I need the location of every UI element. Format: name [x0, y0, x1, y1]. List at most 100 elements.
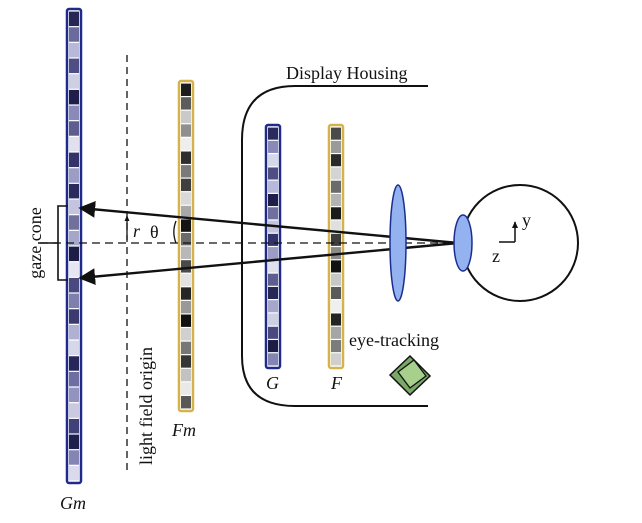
panel-fm-cell	[181, 341, 191, 355]
panel-f-cell	[331, 233, 341, 246]
panel-gm-cell	[69, 89, 79, 105]
panel-fm-cell	[181, 287, 191, 300]
display-housing-outline	[241, 85, 428, 407]
panel-f-cell	[331, 260, 341, 273]
panel-g-cell	[268, 286, 278, 300]
panel-f	[327, 123, 345, 370]
label-gm: Gm	[60, 493, 86, 513]
panel-fm-cell	[181, 300, 191, 314]
panel-gm-cell	[69, 246, 79, 262]
panel-fm-cell	[181, 233, 191, 246]
gaze-cone-bracket	[38, 205, 68, 281]
panel-f-cell	[331, 326, 341, 339]
panel-g-cell	[268, 154, 278, 167]
eye-tracking-camera-icon	[388, 354, 432, 397]
panel-gm-cell	[69, 277, 79, 293]
panel-fm-cell	[181, 328, 191, 341]
panel-fm-cell	[181, 246, 191, 259]
panel-gm-cell	[69, 136, 79, 152]
panel-fm-cell	[181, 165, 191, 178]
panel-f-cell	[331, 340, 341, 353]
panel-gm-cell	[69, 324, 79, 340]
panel-f-cell	[331, 273, 341, 286]
panel-gm-cell	[69, 105, 79, 121]
panel-gm-cell	[69, 293, 79, 309]
panel-fm-cell	[181, 396, 191, 409]
panel-g-cell	[268, 233, 278, 246]
panel-gm-cell	[69, 215, 79, 230]
panel-fm	[177, 79, 195, 413]
panel-g	[264, 123, 282, 370]
panel-fm-cell	[181, 178, 191, 192]
panel-fm-cell	[181, 97, 191, 110]
panel-gm-cell	[69, 309, 79, 324]
panel-fm-cell	[181, 137, 191, 151]
panel-gm-cell	[69, 340, 79, 356]
panel-fm-cell	[181, 355, 191, 368]
panel-f-cell	[331, 300, 341, 313]
panel-f-cell	[331, 353, 341, 366]
label-f: F	[330, 373, 343, 393]
panel-g-cell	[268, 127, 278, 140]
panel-f-cell	[331, 127, 341, 140]
panel-gm-cell	[69, 11, 79, 27]
panel-g-cell	[268, 260, 278, 273]
theta-arc	[173, 220, 177, 244]
panel-fm-cell	[181, 205, 191, 219]
panel-gm-cell	[69, 42, 79, 58]
panel-fm-cell	[181, 368, 191, 382]
eyeball	[461, 184, 579, 302]
label-light-field-origin: light field origin	[136, 347, 156, 465]
panel-g-cell	[268, 353, 278, 366]
panel-fm-cell	[181, 192, 191, 205]
lens	[389, 184, 407, 302]
panel-gm-cell	[69, 371, 79, 387]
panel-g-cell	[268, 300, 278, 313]
panel-fm-cell	[181, 382, 191, 395]
panel-gm-cell	[69, 121, 79, 136]
panel-gm-cell	[69, 465, 79, 481]
panel-gm-cell	[69, 74, 79, 89]
panel-gm-cell	[69, 27, 79, 42]
panel-gm-cell	[69, 230, 79, 246]
eye-cornea	[453, 214, 473, 272]
panel-fm-cell	[181, 151, 191, 164]
label-display-housing: Display Housing	[286, 63, 408, 83]
panel-fm-cell	[181, 219, 191, 232]
panel-g-cell	[268, 326, 278, 339]
panel-fm-cell	[181, 124, 191, 137]
panel-f-cell	[331, 140, 341, 153]
label-r: r	[133, 221, 141, 241]
panel-fm-cell	[181, 110, 191, 124]
panel-fm-cell	[181, 83, 191, 96]
panel-f-cell	[331, 313, 341, 326]
panel-f-cell	[331, 193, 341, 207]
panel-gm-cell	[69, 152, 79, 168]
panel-fm-cell	[181, 273, 191, 287]
label-fm: Fm	[171, 420, 196, 440]
panel-gm-cell	[69, 450, 79, 465]
panel-g-cell	[268, 167, 278, 180]
panel-fm-cell	[181, 260, 191, 273]
panel-g-cell	[268, 207, 278, 220]
panel-g-cell	[268, 340, 278, 353]
panel-g-cell	[268, 193, 278, 207]
label-z-axis: z	[492, 246, 500, 266]
panel-gm-cell	[69, 199, 79, 215]
panel-f-cell	[331, 167, 341, 180]
label-gaze-cone: gaze cone	[25, 207, 45, 278]
panel-f-cell	[331, 154, 341, 167]
panel-gm-cell	[69, 183, 79, 199]
panel-gm-cell	[69, 58, 79, 74]
panel-f-cell	[331, 180, 341, 193]
panel-f-cell	[331, 286, 341, 300]
label-y-axis: y	[522, 210, 531, 230]
panel-f-cell	[331, 220, 341, 233]
panel-g-cell	[268, 273, 278, 286]
panel-g-cell	[268, 313, 278, 326]
panel-g-cell	[268, 140, 278, 153]
label-g: G	[266, 373, 279, 393]
label-eye-tracking: eye-tracking	[349, 330, 439, 350]
